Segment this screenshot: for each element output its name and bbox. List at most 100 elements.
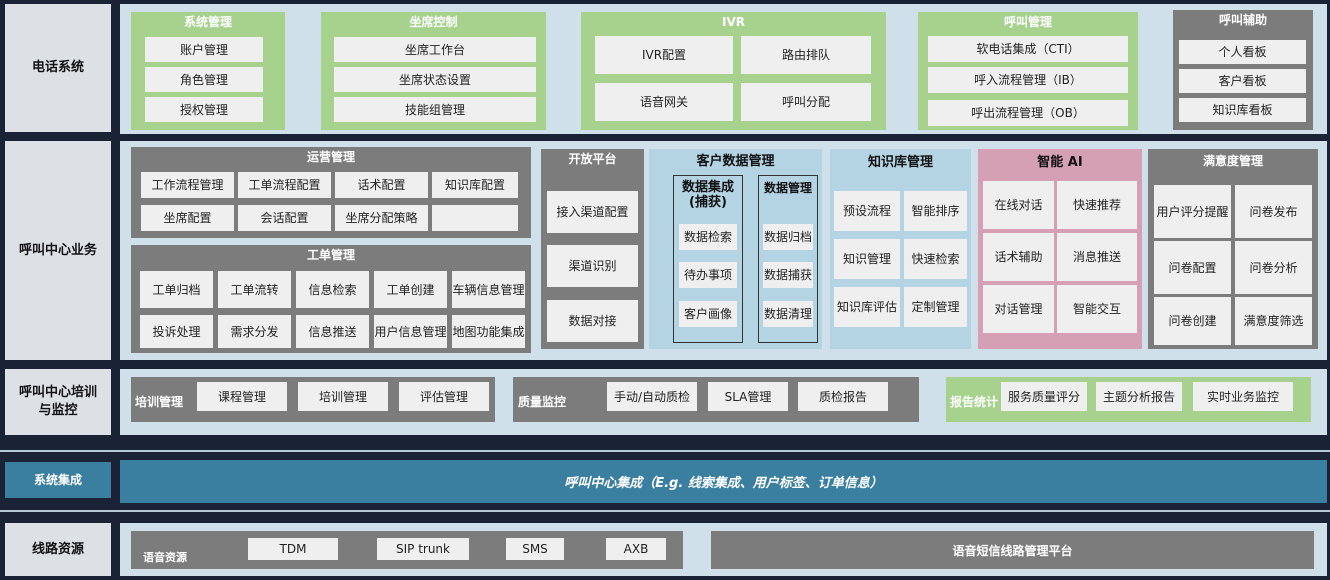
cell-item[interactable]: 预设流程	[834, 191, 900, 231]
group-title: 坐席控制	[409, 15, 458, 29]
cell-item[interactable]: 话术辅助	[983, 233, 1054, 281]
cell-item[interactable]: 问卷配置	[1154, 241, 1231, 294]
cell-item[interactable]: 智能排序	[904, 191, 967, 231]
row-label-phone: 电话系统	[5, 4, 111, 132]
business-row: 运营管理 工作流程管理 工单流程配置 话术配置 知识库配置 坐席配置 会话配置 …	[120, 141, 1327, 360]
cell-item[interactable]: 对话管理	[983, 285, 1054, 333]
cell-item[interactable]: 工单创建	[374, 271, 447, 308]
cell-item[interactable]: 车辆信息管理	[452, 271, 525, 308]
cell-item[interactable]: 课程管理	[197, 382, 287, 411]
cell-item[interactable]: 数据检索	[679, 224, 737, 250]
cell-item[interactable]: 数据归档	[763, 224, 813, 250]
cell-item[interactable]: 坐席配置	[141, 205, 234, 231]
group-quality: 质量监控 手动/自动质检 SLA管理 质检报告	[513, 377, 919, 422]
cell-item[interactable]: SMS	[506, 538, 564, 560]
cell-item[interactable]: 呼入流程管理（IB）	[928, 67, 1128, 93]
cell-item[interactable]: 角色管理	[145, 67, 263, 92]
cell-item[interactable]	[432, 205, 518, 231]
cell-item[interactable]: 数据清理	[763, 301, 813, 327]
cell-item[interactable]: 数据对接	[547, 300, 638, 342]
cell-item[interactable]: 技能组管理	[334, 97, 536, 122]
cell-item[interactable]: 用户信息管理	[374, 315, 447, 348]
cell-item[interactable]: 智能交互	[1057, 285, 1137, 333]
cell-item[interactable]: 投诉处理	[140, 315, 213, 348]
group-title: 客户数据管理	[696, 154, 775, 169]
cell-item[interactable]: 快速推荐	[1057, 181, 1137, 229]
cell-item[interactable]: 数据捕获	[763, 262, 813, 288]
group-title: 语音资源	[143, 551, 187, 564]
cell-item[interactable]: 手动/自动质检	[607, 382, 697, 411]
subgroup-data-manage: 数据管理 数据归档 数据捕获 数据清理	[758, 175, 818, 343]
training-row: 培训管理 课程管理 培训管理 评估管理 质量监控 手动/自动质检 SLA管理 质…	[120, 369, 1327, 435]
cell-item[interactable]: 个人看板	[1179, 40, 1306, 64]
cell-item[interactable]: 知识库配置	[432, 172, 518, 198]
cell-item[interactable]: 坐席分配策略	[335, 205, 428, 231]
cell-item[interactable]: 满意度筛选	[1235, 297, 1312, 345]
cell-item[interactable]: 路由排队	[741, 36, 871, 74]
cell-item[interactable]: AXB	[606, 538, 666, 560]
row-label-training: 呼叫中心培训与监控	[5, 369, 111, 435]
cell-item[interactable]: 质检报告	[798, 382, 888, 411]
cell-item[interactable]: 知识管理	[834, 239, 900, 279]
group-satisfaction: 满意度管理 用户评分提醒 问卷发布 问卷配置 问卷分析 问卷创建 满意度筛选	[1148, 149, 1318, 349]
cell-item[interactable]: 待办事项	[679, 262, 737, 288]
group-title: 运营管理	[306, 150, 355, 164]
cell-item[interactable]: 用户评分提醒	[1154, 185, 1231, 238]
cell-item[interactable]: 消息推送	[1057, 233, 1137, 281]
cell-item[interactable]: 坐席工作台	[334, 37, 536, 62]
cell-item[interactable]: 软电话集成（CTI）	[928, 36, 1128, 62]
row-label-integration: 系统集成	[5, 462, 111, 498]
separator	[0, 450, 1330, 452]
cell-item[interactable]: 定制管理	[904, 287, 967, 327]
cell-item[interactable]: 客户画像	[679, 301, 737, 327]
cell-item[interactable]: TDM	[248, 538, 338, 560]
subgroup-data-collect: 数据集成 (捕获) 数据检索 待办事项 客户画像	[673, 175, 743, 343]
cell-item[interactable]: 需求分发	[218, 315, 291, 348]
cell-item[interactable]: IVR配置	[595, 36, 733, 74]
row-label-lines: 线路资源	[5, 523, 111, 576]
cell-item[interactable]: 问卷发布	[1235, 185, 1312, 238]
cell-item[interactable]: 快速检索	[904, 239, 967, 279]
cell-item[interactable]: 知识库评估	[834, 287, 900, 327]
integration-bar[interactable]: 呼叫中心集成（E.g. 线索集成、用户标签、订单信息）	[120, 460, 1327, 503]
group-report: 报告统计 服务质量评分 主题分析报告 实时业务监控	[946, 377, 1311, 422]
cell-item[interactable]: 渠道识别	[547, 245, 638, 287]
cell-item[interactable]: 工单流转	[218, 271, 291, 308]
group-ivr: IVR IVR配置 路由排队 语音网关 呼叫分配	[581, 12, 886, 130]
group-training: 培训管理 课程管理 培训管理 评估管理	[131, 377, 495, 422]
cell-item[interactable]: 主题分析报告	[1096, 382, 1182, 411]
group-title: 智能 AI	[1037, 155, 1083, 170]
cell-item[interactable]: 呼叫分配	[741, 83, 871, 121]
cell-item[interactable]: 培训管理	[298, 382, 388, 411]
cell-item[interactable]: 呼出流程管理（OB）	[928, 100, 1128, 126]
cell-item[interactable]: 问卷分析	[1235, 241, 1312, 294]
cell-item[interactable]: 工单归档	[140, 271, 213, 308]
cell-item[interactable]: 会话配置	[238, 205, 331, 231]
group-title: 培训管理	[135, 395, 184, 409]
cell-item[interactable]: 问卷创建	[1154, 297, 1231, 345]
cell-item[interactable]: 信息检索	[296, 271, 369, 308]
cell-item[interactable]: 接入渠道配置	[547, 191, 638, 233]
cell-item[interactable]: 授权管理	[145, 97, 263, 122]
line-platform[interactable]: 语音短信线路管理平台	[711, 531, 1314, 569]
cell-item[interactable]: 话术配置	[335, 172, 428, 198]
cell-item[interactable]: 实时业务监控	[1193, 382, 1293, 411]
cell-item[interactable]: 在线对话	[983, 181, 1054, 229]
cell-item[interactable]: 知识库看板	[1179, 98, 1306, 122]
cell-item[interactable]: 服务质量评分	[1001, 382, 1087, 411]
group-knowledge-base: 知识库管理 预设流程 智能排序 知识管理 快速检索 知识库评估 定制管理	[830, 149, 971, 349]
cell-item[interactable]: 工作流程管理	[141, 172, 234, 198]
lines-row: 语音资源 TDM SIP trunk SMS AXB 语音短信线路管理平台	[120, 523, 1327, 576]
cell-item[interactable]: 工单流程配置	[238, 172, 331, 198]
cell-item[interactable]: 评估管理	[399, 382, 489, 411]
group-call-assist: 呼叫辅助 个人看板 客户看板 知识库看板	[1173, 10, 1313, 130]
cell-item[interactable]: SIP trunk	[377, 538, 469, 560]
cell-item[interactable]: 账户管理	[145, 37, 263, 62]
cell-item[interactable]: 地图功能集成	[452, 315, 525, 348]
cell-item[interactable]: 信息推送	[296, 315, 369, 348]
cell-item[interactable]: SLA管理	[708, 382, 788, 411]
cell-item[interactable]: 坐席状态设置	[334, 67, 536, 92]
cell-item[interactable]: 客户看板	[1179, 69, 1306, 93]
group-smart-ai: 智能 AI 在线对话 快速推荐 话术辅助 消息推送 对话管理 智能交互	[978, 149, 1142, 349]
cell-item[interactable]: 语音网关	[595, 83, 733, 121]
